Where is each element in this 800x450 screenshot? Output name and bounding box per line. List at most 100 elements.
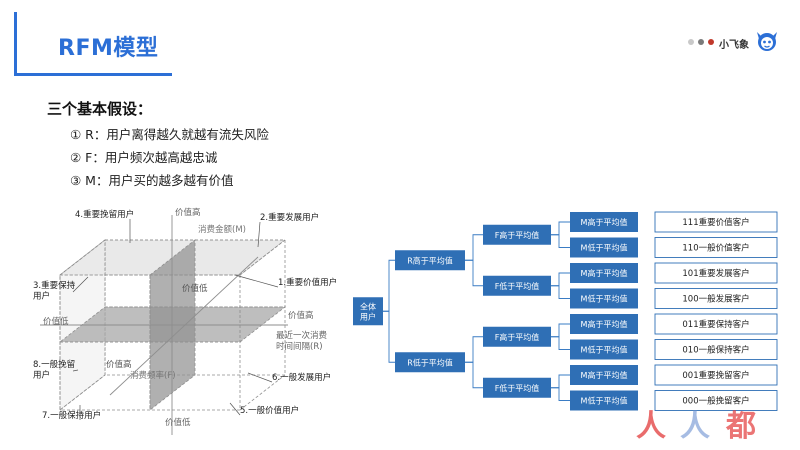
tree-link-f-5 xyxy=(551,336,570,350)
cube-axis-r xyxy=(109,256,259,396)
tree-link-r-2 xyxy=(465,336,483,363)
tree-f-box-1-label: F低于平均值 xyxy=(495,281,540,291)
tree-result-label-1: 110一般价值客户 xyxy=(682,243,749,254)
svg-text:都: 都 xyxy=(725,409,756,444)
tree-link-r-1 xyxy=(465,259,483,287)
brand-name: 小飞象 xyxy=(719,40,749,51)
cube-corner-leader-3 xyxy=(72,276,89,293)
rfm-cube-diagram: 价值高消费金额(M)价值低价值低价值高最近一次消费时间间隔(R)价值低价值高消费… xyxy=(33,207,337,435)
svg-text:人: 人 xyxy=(680,409,710,444)
tree-m-box-4-label: M高于平均值 xyxy=(581,319,628,329)
tree-link-root-1 xyxy=(383,310,395,363)
tree-link-root-0 xyxy=(383,259,395,312)
tree-m-box-6 xyxy=(570,365,638,385)
cube-depth-edge-2 xyxy=(239,374,286,411)
cube-corner-leader-5 xyxy=(72,369,79,372)
tree-result-box-0 xyxy=(654,211,778,233)
tree-m-box-4 xyxy=(570,314,638,334)
robot-mascot-icon xyxy=(757,32,777,51)
cube-depth-edge-3 xyxy=(59,374,106,411)
tree-result-box-1 xyxy=(654,237,778,258)
tree-m-box-2 xyxy=(570,263,638,283)
label-r-axis: 最近一次消费时间间隔(R) xyxy=(276,330,328,352)
tree-m-box-6-label: M高于平均值 xyxy=(581,370,628,380)
tree-result-box-2 xyxy=(654,262,778,284)
tree-m-box-5-label: M低于平均值 xyxy=(581,345,628,355)
label-f-axis: 消费频率(F) xyxy=(130,370,176,381)
assumption-r: ① R：用户离得越久就越有流失风险 xyxy=(70,127,269,142)
cube-corner-label-4: 1.重要价值用户 xyxy=(278,277,337,288)
watermark-logo: 人 人 都 xyxy=(636,409,756,444)
tree-m-box-7-label: M低于平均值 xyxy=(581,396,628,406)
tree-link-f-0 xyxy=(551,221,570,236)
tree-root-box xyxy=(353,297,383,326)
brand-dots xyxy=(688,39,716,47)
tree-r-box-1-label: R低于平均值 xyxy=(407,357,453,367)
tree-m-box-7 xyxy=(570,390,638,411)
tree-result-box-4 xyxy=(654,313,778,335)
tree-result-label-5: 010一般保持客户 xyxy=(682,345,749,356)
tree-link-r-0 xyxy=(465,234,483,261)
tree-r-box-0-label: R高于平均值 xyxy=(407,255,453,265)
tree-result-box-6 xyxy=(654,364,778,386)
cube-corner-label-5: 8.一般挽留用户 xyxy=(33,359,75,381)
assumption-m: ③ M：用户买的越多越有价值 xyxy=(70,173,234,188)
cube-depth-edge-1 xyxy=(239,239,286,276)
cube-corner-label-6: 6.一般发展用户 xyxy=(272,372,331,383)
cube-corner-label-7: 7.一般保持用户 xyxy=(42,410,101,421)
tree-link-f-4 xyxy=(551,323,570,338)
tree-m-box-0-label: M高于平均值 xyxy=(581,217,628,227)
svg-text:人: 人 xyxy=(636,409,666,444)
tree-result-box-3 xyxy=(654,288,778,309)
tree-link-f-6 xyxy=(551,374,570,389)
tree-m-box-3-label: M低于平均值 xyxy=(581,294,628,304)
tree-link-r-3 xyxy=(465,361,483,389)
tree-r-box-0 xyxy=(395,250,465,271)
tree-result-label-2: 101重要发展客户 xyxy=(682,268,749,279)
cube-corner-leader-2 xyxy=(257,221,261,248)
label-value-high-right: 价值高 xyxy=(288,310,314,321)
label-m-axis: 消费金额(M) xyxy=(198,224,246,235)
label-value-high-top: 价值高 xyxy=(175,207,201,218)
rfm-segmentation-tree: 全体用户 R高于平均值 R低于平均值 F高于平均值 F低于平均值 F高于平均值 F低于平均值… xyxy=(353,211,778,411)
cube-corner-label-2: 2.重要发展用户 xyxy=(260,212,319,223)
cube-corner-leader-6 xyxy=(247,372,273,383)
tree-result-label-4: 011重要保持客户 xyxy=(682,319,749,330)
assumption-f: ② F：用户频次越高越忠诚 xyxy=(70,150,218,165)
cube-corner-label-1: 4.重要挽留用户 xyxy=(75,209,134,220)
tree-m-box-1 xyxy=(570,237,638,258)
cube-corner-leader-8 xyxy=(229,402,241,416)
tree-f-box-3-label: F低于平均值 xyxy=(495,383,540,393)
tree-result-box-7 xyxy=(654,390,778,411)
tree-r-box-1 xyxy=(395,352,465,373)
tree-root-box-label: 全体用户 xyxy=(360,301,376,321)
label-value-low-bottom: 价值低 xyxy=(165,417,191,428)
tree-m-box-1-label: M低于平均值 xyxy=(581,243,628,253)
tree-result-label-0: 111重要价值客户 xyxy=(682,217,749,228)
tree-m-box-5 xyxy=(570,339,638,360)
tree-link-f-3 xyxy=(551,285,570,299)
tree-link-f-2 xyxy=(551,272,570,287)
tree-f-box-1 xyxy=(483,275,551,296)
tree-result-box-5 xyxy=(654,339,778,360)
tree-f-box-0 xyxy=(483,224,551,245)
tree-result-label-3: 100一般发展客户 xyxy=(682,294,749,305)
tree-f-box-2 xyxy=(483,326,551,347)
tree-f-box-2-label: F高于平均值 xyxy=(495,332,540,342)
tree-m-box-0 xyxy=(570,212,638,232)
tree-f-box-0-label: F高于平均值 xyxy=(495,230,540,240)
tree-link-f-7 xyxy=(551,387,570,401)
tree-m-box-2-label: M高于平均值 xyxy=(581,268,628,278)
tree-result-label-7: 000一般挽留客户 xyxy=(682,396,749,407)
label-value-high-inner: 价值高 xyxy=(106,359,132,370)
cube-depth-edge-0 xyxy=(59,239,106,276)
tree-f-box-3 xyxy=(483,377,551,398)
cube-corner-leader-4 xyxy=(234,274,279,288)
page-title: RFM模型 xyxy=(58,36,159,61)
tree-link-f-1 xyxy=(551,234,570,248)
cube-corner-label-3: 3.重要保持用户 xyxy=(33,280,76,302)
title-frame xyxy=(14,12,172,76)
label-value-low-left: 价值低 xyxy=(43,316,69,327)
cube-corner-label-8: 5.一般价值用户 xyxy=(240,405,299,416)
label-value-low-center: 价值低 xyxy=(182,283,208,294)
